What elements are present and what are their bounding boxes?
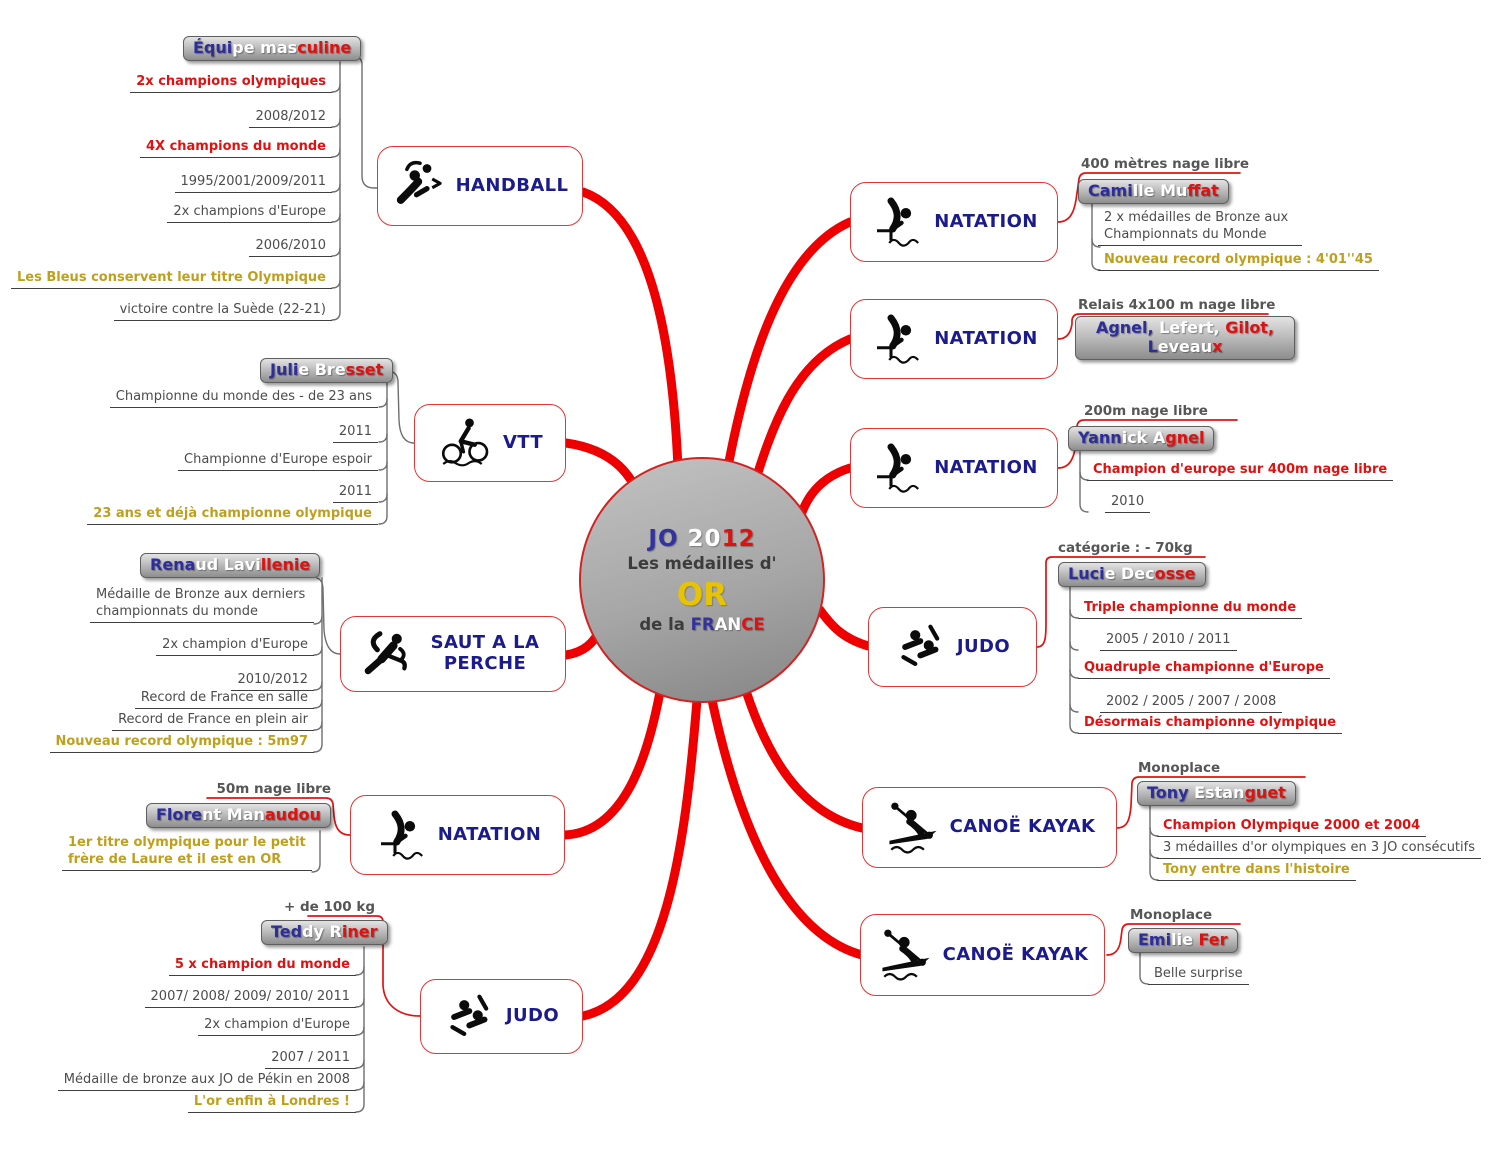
detail-saut-5[interactable]: Record de France en plein air [112, 711, 314, 731]
central-topic[interactable]: JO 2012 Les médailles d' OR de la FRANCE [579, 457, 825, 703]
detail-estanguet-1[interactable]: Champion Olympique 2000 et 2004 [1157, 817, 1427, 837]
subtopic-tony-estanguet[interactable]: Tony Estanguet [1137, 781, 1296, 807]
detail-vtt-2[interactable]: 2011 [332, 423, 378, 443]
label-categorie-70kg[interactable]: catégorie : - 70kg [1058, 540, 1193, 556]
detail-vtt-1[interactable]: Championne du monde des - de 23 ans [109, 388, 378, 408]
node-handball[interactable]: HANDBALL [377, 146, 583, 226]
detail-saut-1[interactable]: Médaille de Bronze aux derniers champion… [90, 586, 314, 623]
node-canoe-fer-label: CANOË KAYAK [942, 943, 1089, 965]
subtopic-emilie-fer[interactable]: Emilie Fer [1128, 928, 1238, 954]
node-natation-relais[interactable]: NATATION [850, 299, 1058, 379]
detail-riner-3[interactable]: 2x champion d'Europe [198, 1016, 356, 1036]
detail-handball-7[interactable]: Les Bleus conservent leur titre Olympiqu… [11, 269, 332, 289]
detail-muffat-1[interactable]: 2 x médailles de Bronze aux Championnats… [1098, 209, 1302, 246]
judo-icon [895, 620, 949, 674]
label-monoplace-estanguet[interactable]: Monoplace [1138, 760, 1221, 776]
detail-riner-5[interactable]: Médaille de bronze aux JO de Pékin en 20… [57, 1071, 356, 1091]
node-natation-manaudou[interactable]: NATATION [350, 795, 565, 875]
node-judo-decosse-label: JUDO [956, 635, 1011, 657]
detail-saut-6[interactable]: Nouveau record olympique : 5m97 [49, 733, 314, 753]
central-title-or: OR [676, 577, 728, 613]
swimmer-icon [374, 807, 430, 863]
detail-handball-1[interactable]: 2x champions olympiques [130, 73, 332, 93]
detail-handball-4[interactable]: 1995/2001/2009/2011 [174, 173, 332, 193]
detail-agnel-2[interactable]: 2010 [1105, 493, 1151, 513]
detail-riner-2[interactable]: 2007/ 2008/ 2009/ 2010/ 2011 [144, 988, 356, 1008]
node-canoe-estanguet[interactable]: CANOË KAYAK [862, 787, 1117, 868]
detail-handball-5[interactable]: 2x champions d'Europe [167, 203, 332, 223]
node-canoe-estanguet-label: CANOË KAYAK [949, 816, 1096, 838]
handball-player-icon [392, 158, 448, 214]
node-handball-label: HANDBALL [455, 174, 569, 196]
detail-estanguet-3[interactable]: Tony entre dans l'histoire [1157, 861, 1356, 881]
swimmer-icon [870, 194, 926, 250]
label-200m-nage-libre[interactable]: 200m nage libre [1084, 403, 1208, 419]
kayak-icon [877, 926, 935, 984]
central-title-line4: de la FRANCE [639, 615, 765, 634]
runner-icon [362, 627, 418, 681]
detail-riner-4[interactable]: 2007 / 2011 [265, 1049, 356, 1069]
detail-saut-4[interactable]: Record de France en salle [134, 689, 314, 709]
detail-handball-6[interactable]: 2006/2010 [249, 237, 332, 257]
branch-curves [560, 187, 877, 1021]
detail-decosse-5[interactable]: Désormais championne olympique [1078, 714, 1343, 734]
kayak-icon [884, 799, 942, 857]
subtopic-teddy-riner[interactable]: Teddy Riner [261, 920, 388, 946]
subtopic-equipe-masculine[interactable]: Équipe masculine [183, 36, 362, 62]
node-judo-decosse[interactable]: JUDO [868, 607, 1037, 687]
detail-vtt-3[interactable]: Championne d'Europe espoir [178, 451, 378, 471]
detail-vtt-4[interactable]: 2011 [332, 483, 378, 503]
central-title-line2: Les médailles d' [627, 554, 777, 573]
node-saut-label: SAUT A LA PERCHE [430, 632, 540, 674]
node-natation-manaudou-label: NATATION [437, 823, 542, 845]
node-natation-agnel[interactable]: NATATION [850, 428, 1058, 508]
judo-icon [444, 990, 498, 1044]
node-natation-muffat-label: NATATION [934, 210, 1038, 232]
subtopic-relais-agnel-lefert-gilot-leveaux[interactable]: Agnel, Lefert, Gilot, Leveaux [1075, 316, 1295, 361]
label-monoplace-fer[interactable]: Monoplace [1130, 907, 1213, 923]
subtopic-camille-muffat[interactable]: Camille Muffat [1078, 179, 1229, 205]
detail-handball-2[interactable]: 2008/2012 [249, 108, 332, 128]
grey-detail-links [311, 56, 1159, 1113]
node-judo-riner-label: JUDO [505, 1005, 560, 1027]
detail-decosse-3[interactable]: Quadruple championne d'Europe [1078, 659, 1330, 679]
detail-estanguet-2[interactable]: 3 médailles d'or olympiques en 3 JO cons… [1157, 839, 1481, 859]
label-relais-4x100[interactable]: Relais 4x100 m nage libre [1078, 297, 1276, 313]
node-vtt-label: VTT [502, 431, 544, 453]
detail-manaudou-1[interactable]: 1er titre olympique pour le petit frère … [62, 834, 312, 871]
node-natation-muffat[interactable]: NATATION [850, 182, 1058, 262]
label-50m-nage-libre[interactable]: 50m nage libre [216, 781, 331, 797]
detail-riner-6[interactable]: L'or enfin à Londres ! [187, 1093, 356, 1113]
node-natation-agnel-label: NATATION [934, 456, 1038, 478]
subtopic-julie-bresset[interactable]: Julie Bresset [260, 358, 394, 384]
subtopic-lucie-decosse[interactable]: Lucie Decosse [1058, 562, 1206, 588]
subtopic-renaud-lavillenie[interactable]: Renaud Lavillenie [140, 553, 321, 579]
node-saut-a-la-perche[interactable]: SAUT A LA PERCHE [340, 616, 566, 692]
node-judo-riner[interactable]: JUDO [420, 979, 583, 1054]
detail-decosse-4[interactable]: 2002 / 2005 / 2007 / 2008 [1100, 693, 1283, 713]
detail-handball-3[interactable]: 4X champions du monde [139, 138, 332, 158]
node-vtt[interactable]: VTT [414, 404, 566, 482]
detail-riner-1[interactable]: 5 x champion du monde [168, 956, 356, 976]
swimmer-icon [870, 311, 926, 367]
mountain-bike-icon [437, 415, 495, 471]
detail-saut-2[interactable]: 2x champion d'Europe [156, 636, 314, 656]
label-400m-nage-libre[interactable]: 400 mètres nage libre [1081, 156, 1250, 172]
detail-vtt-5[interactable]: 23 ans et déjà championne olympique [87, 505, 378, 525]
detail-muffat-2[interactable]: Nouveau record olympique : 4'01''45 [1098, 251, 1379, 271]
subtopic-yannick-agnel[interactable]: Yannick Agnel [1068, 426, 1215, 452]
label-plus-de-100kg[interactable]: + de 100 kg [283, 899, 375, 915]
central-title-line1: JO 2012 [648, 526, 756, 552]
node-natation-relais-label: NATATION [934, 327, 1038, 349]
detail-saut-3[interactable]: 2010/2012 [231, 671, 314, 691]
detail-agnel-1[interactable]: Champion d'europe sur 400m nage libre [1087, 461, 1394, 481]
detail-decosse-1[interactable]: Triple championne du monde [1078, 599, 1303, 619]
detail-decosse-2[interactable]: 2005 / 2010 / 2011 [1100, 631, 1237, 651]
subtopic-florent-manaudou[interactable]: Florent Manaudou [146, 803, 331, 829]
swimmer-icon [870, 440, 926, 496]
node-canoe-fer[interactable]: CANOË KAYAK [860, 914, 1105, 996]
detail-fer-1[interactable]: Belle surprise [1148, 965, 1249, 985]
detail-handball-8[interactable]: victoire contre la Suède (22-21) [113, 301, 332, 321]
